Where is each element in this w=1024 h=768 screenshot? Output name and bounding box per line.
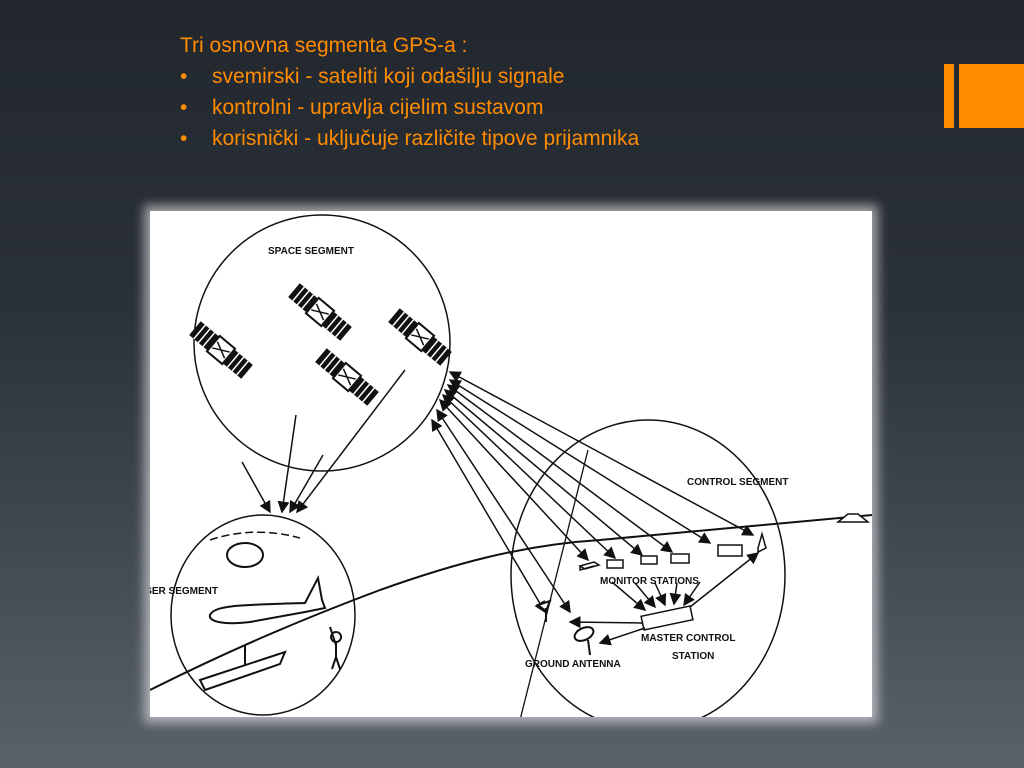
bullet-item: • kontrolni - upravlja cijelim sustavom	[180, 92, 639, 123]
control-link-arrows	[431, 371, 755, 614]
control-segment-ellipse	[510, 419, 786, 717]
diagram-svg: SPACE SEGMENT CONTROL SEGMENT USER SEGME…	[150, 214, 872, 717]
user-segment-ellipse	[170, 514, 356, 716]
control-segment-label: CONTROL SEGMENT	[687, 477, 788, 488]
slide-text: Tri osnovna segmenta GPS-a : • svemirski…	[180, 30, 639, 154]
slide-heading: Tri osnovna segmenta GPS-a :	[180, 34, 468, 57]
bullet-marker: •	[180, 127, 188, 150]
ship-icon	[198, 645, 287, 692]
person-icon	[329, 626, 343, 670]
bullet-marker: •	[180, 96, 188, 119]
accent-bar-thin	[944, 64, 954, 128]
monitor-stations-label: MONITOR STATIONS	[600, 576, 699, 587]
ellipse-crossing-line	[520, 449, 589, 717]
satellite-icon	[286, 281, 354, 343]
satellite-icon	[313, 346, 381, 408]
bullet-marker: •	[180, 65, 188, 88]
gps-segments-diagram: SPACE SEGMENT CONTROL SEGMENT USER SEGME…	[150, 211, 872, 717]
user-segment-label: USER SEGMENT	[150, 586, 218, 597]
bullet-item: • korisnički - uključuje različite tipov…	[180, 123, 639, 154]
bullet-item: • svemirski - sateliti koji odašilju sig…	[180, 61, 639, 92]
ground-antenna-dish-icon	[573, 626, 595, 642]
space-segment-ellipse	[193, 214, 451, 472]
master-control-arrows	[568, 552, 760, 646]
hill-icon	[835, 513, 871, 523]
master-control-station-icon	[640, 605, 694, 631]
bullet-text: svemirski - sateliti koji odašilju signa…	[212, 65, 565, 88]
satellite-icon	[386, 306, 454, 368]
helicopter-icon	[226, 542, 264, 568]
master-control-label: MASTER CONTROL	[641, 633, 735, 644]
space-segment-label: SPACE SEGMENT	[268, 246, 354, 257]
bullet-text: kontrolni - upravlja cijelim sustavom	[212, 96, 544, 119]
bullet-text: korisnički - uključuje različite tipove …	[212, 127, 640, 150]
ground-antenna-icon	[535, 599, 552, 622]
antenna-dish-icon	[757, 531, 767, 554]
airplane-icon	[208, 574, 327, 625]
accent-bar-thick	[959, 64, 1024, 128]
satellite-icon	[187, 319, 255, 381]
monitor-stations-icon	[578, 544, 743, 571]
ground-antenna-label: GROUND ANTENNA	[525, 659, 621, 670]
master-control-label-2: STATION	[672, 651, 714, 662]
user-signal-arrows	[241, 369, 406, 514]
